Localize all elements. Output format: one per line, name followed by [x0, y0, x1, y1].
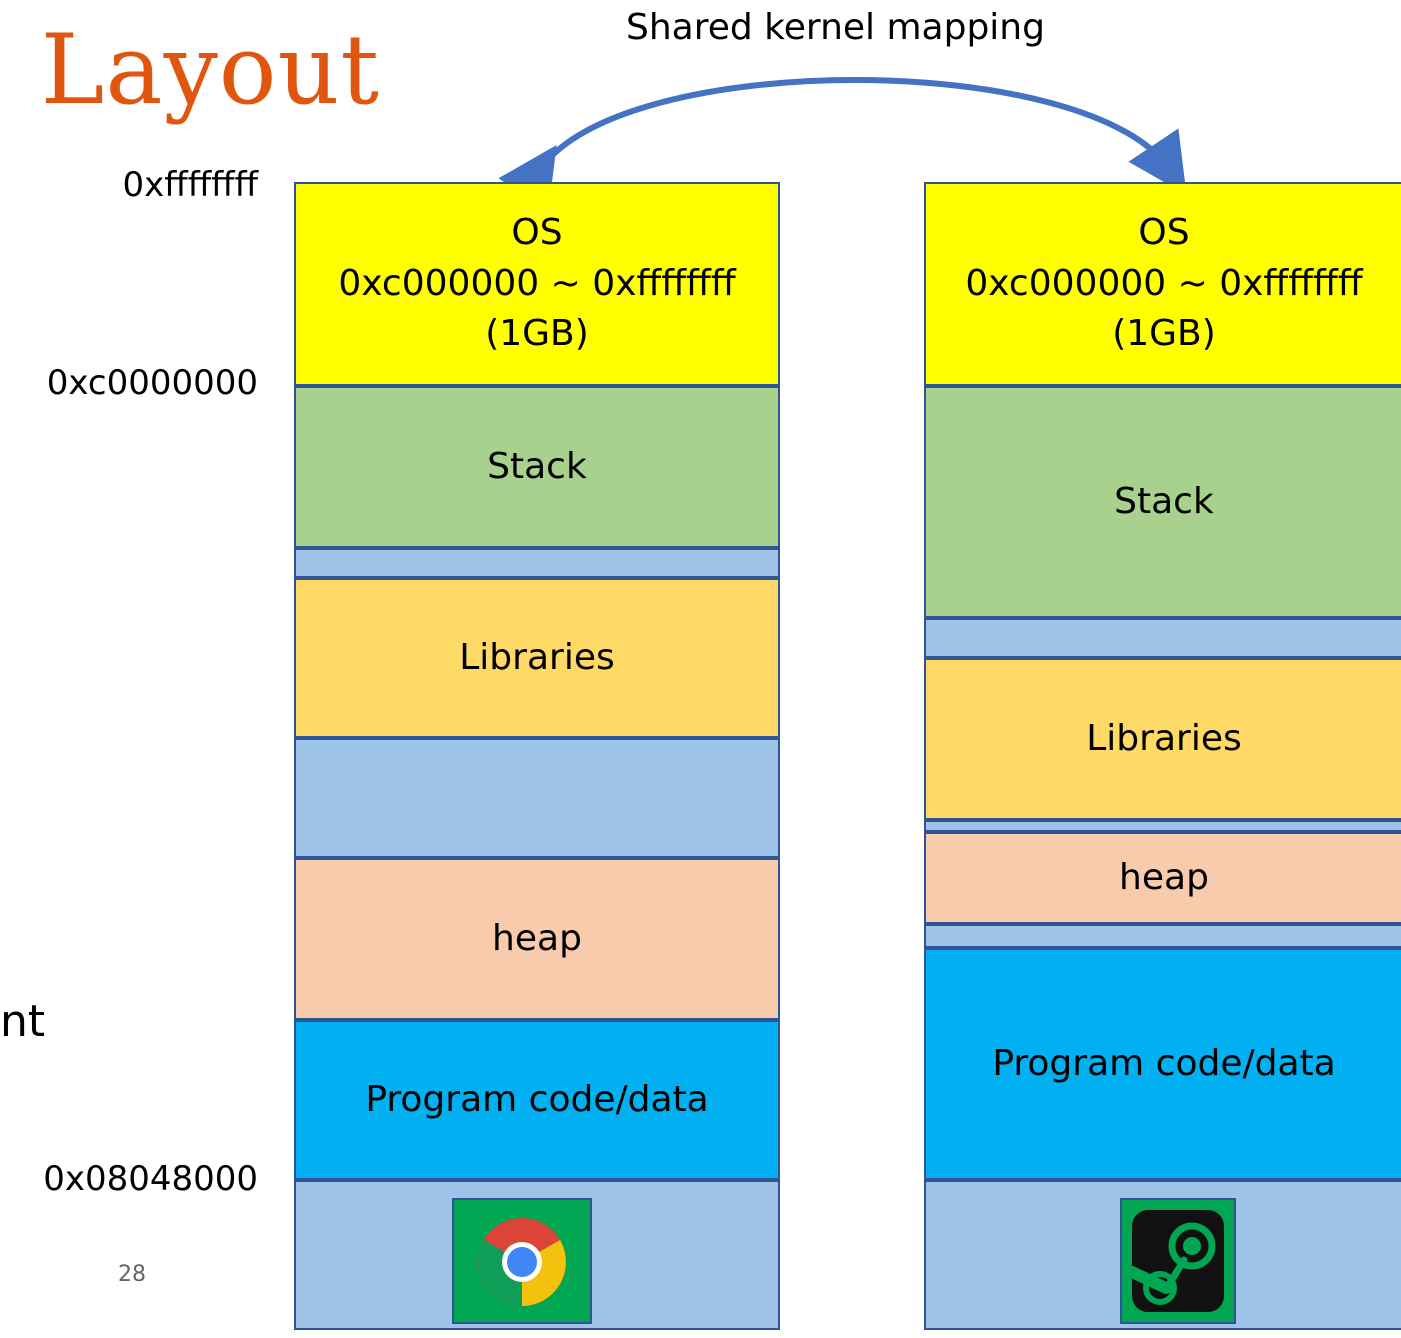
segment-program-code: Program code/data	[294, 1020, 780, 1180]
segment-os: OS 0xc000000 ~ 0xffffffff (1GB)	[924, 182, 1401, 386]
segment-heap: heap	[294, 858, 780, 1020]
page-title: Layout	[40, 14, 380, 126]
cut-off-text: nt	[0, 996, 46, 1047]
segment-unmapped	[294, 548, 780, 578]
segment-unmapped	[924, 618, 1401, 658]
address-label-top: 0xffffffff	[122, 165, 258, 205]
arrow-label: Shared kernel mapping	[626, 7, 1045, 48]
address-label-program-start: 0x08048000	[43, 1159, 258, 1199]
address-label-kernel-start: 0xc0000000	[46, 363, 258, 403]
chrome-icon	[452, 1198, 592, 1324]
segment-libraries: Libraries	[924, 658, 1401, 820]
segment-stack: Stack	[924, 386, 1401, 618]
page-number: 28	[118, 1262, 146, 1287]
segment-os: OS 0xc000000 ~ 0xffffffff (1GB)	[294, 182, 780, 386]
segment-unmapped	[924, 820, 1401, 832]
segment-unmapped	[924, 924, 1401, 948]
segment-unmapped	[294, 738, 780, 858]
segment-libraries: Libraries	[294, 578, 780, 738]
steam-icon	[1120, 1198, 1236, 1324]
segment-stack: Stack	[294, 386, 780, 548]
segment-program-code: Program code/data	[924, 948, 1401, 1180]
segment-heap: heap	[924, 832, 1401, 924]
